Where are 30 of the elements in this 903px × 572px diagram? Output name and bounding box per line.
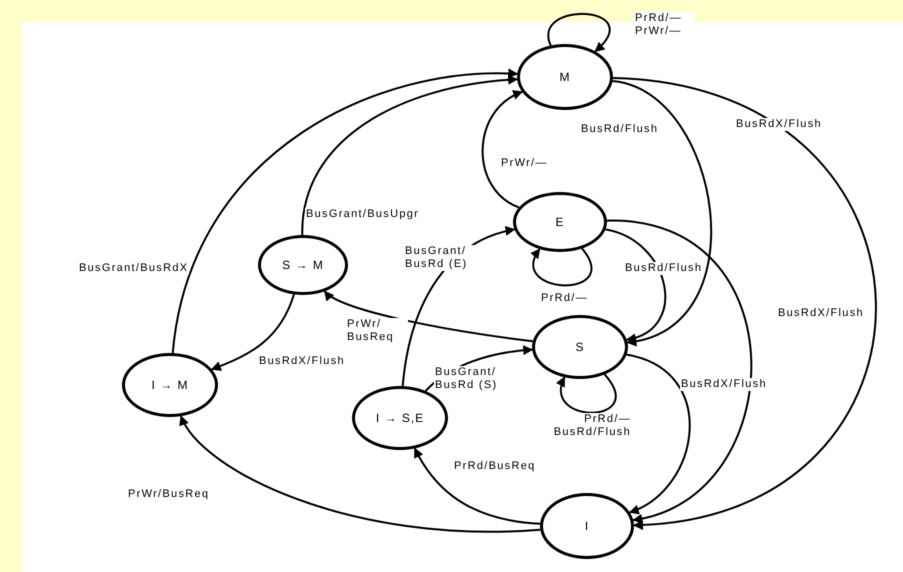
- transition-arrow: [612, 76, 876, 530]
- edge-label: PrWr/BusReq: [127, 488, 210, 501]
- transition-arrow: [414, 448, 540, 525]
- edge-label: BusGrant/BusRdX: [78, 262, 190, 275]
- transition-arrow: [210, 294, 295, 371]
- state-label: S: [575, 340, 584, 354]
- edge-label: PrRd/BusReq: [453, 460, 537, 473]
- edge-label: BusRd/Flush: [624, 262, 704, 275]
- state-label: M: [560, 70, 570, 84]
- edge-label: BusRdX/Flush: [680, 378, 768, 391]
- state-label: E: [555, 215, 564, 229]
- transition-arrow: [606, 220, 752, 522]
- transition-arrow: [301, 75, 518, 236]
- state-label: S → M: [282, 258, 324, 272]
- transition-arrow: [324, 290, 533, 342]
- state-label: I: [584, 519, 590, 533]
- state-label: I → S,E: [376, 411, 424, 425]
- transition-arrow: [172, 68, 518, 354]
- transition-arrow: [626, 354, 691, 514]
- transition-arrow: [612, 80, 712, 346]
- transition-arrow: [556, 374, 617, 414]
- edge-label: BusRdX/Flush: [735, 118, 823, 131]
- edge-label: BusGrant/ BusRd (E): [404, 245, 474, 271]
- transition-arrow: [482, 90, 524, 208]
- transition-arrow: [180, 415, 540, 533]
- edge-label: PrWr/ BusReq: [346, 318, 408, 344]
- edge-label: BusGrant/BusUpgr: [305, 208, 420, 221]
- transition-arrow: [605, 228, 666, 342]
- state-label: I → M: [152, 378, 188, 392]
- transition-arrow: [547, 13, 610, 52]
